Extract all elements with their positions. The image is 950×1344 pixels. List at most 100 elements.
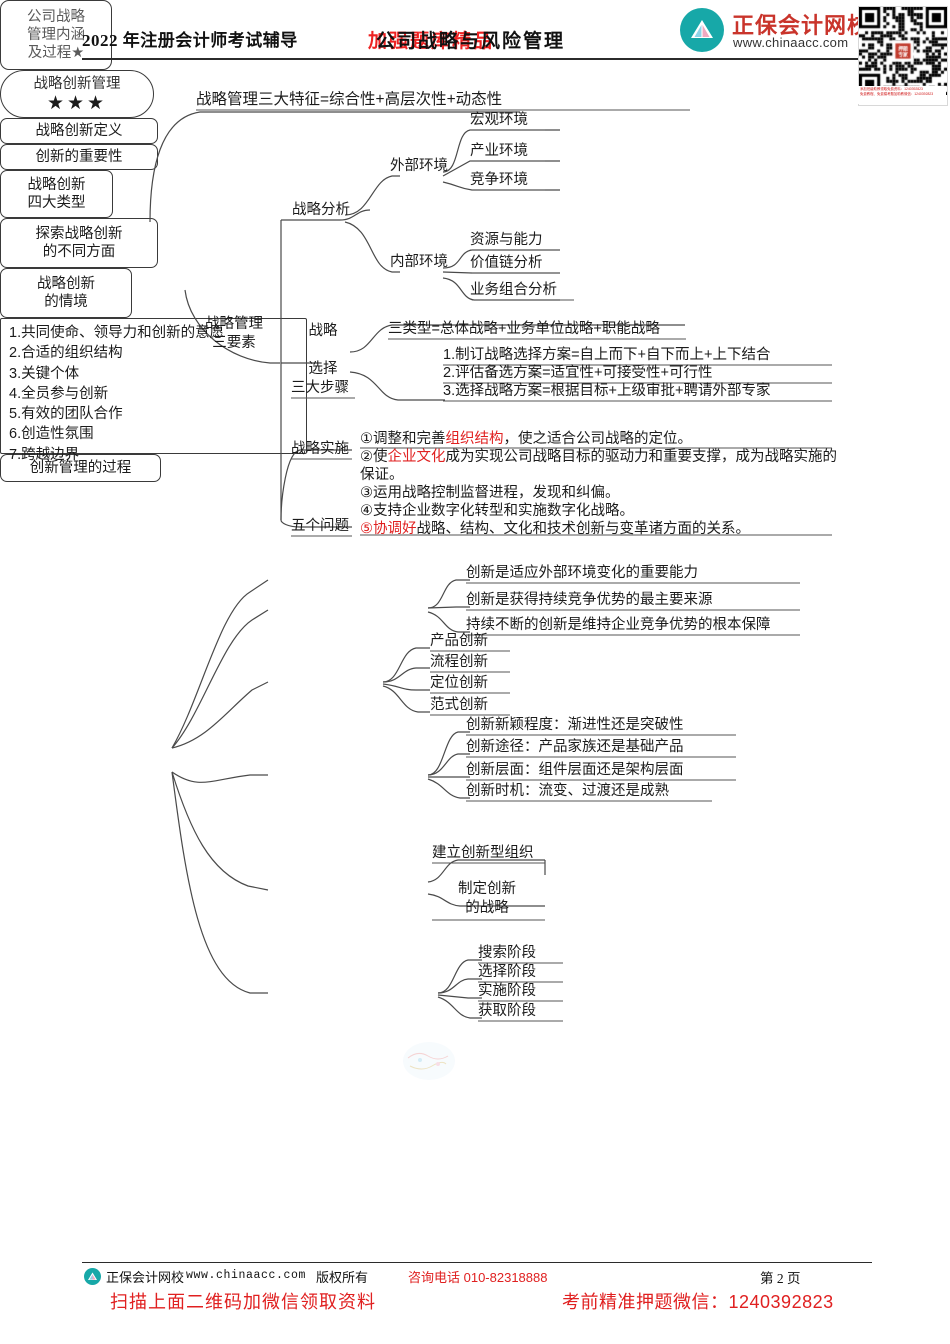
map1-issue-4-hl: 协调好: [373, 521, 417, 537]
map2-aspects-child-3: 创新时机：流变、过渡还是成熟: [466, 783, 669, 799]
map1-choice-l2: 选择: [308, 361, 338, 377]
map2-four-types-child-1: 流程创新: [430, 654, 488, 670]
map1-issue-1-num: ②: [360, 449, 373, 465]
logo-brand-url: www.chinaacc.com: [733, 35, 849, 50]
map1-issue-1-hl: 企业文化: [387, 449, 446, 465]
map1-root-line2: 管理内涵: [27, 26, 85, 43]
map2-root-line1: 战略创新管理: [33, 75, 121, 92]
map2-context-l2: 的情境: [44, 294, 88, 310]
footer-divider: [82, 1262, 872, 1263]
map2-context-child-2-l2: 的战略: [465, 900, 509, 916]
footer-wechat-cta: 考前精准押题微信：1240392823: [562, 1292, 834, 1312]
map2-four-types-child-3: 范式创新: [430, 697, 488, 713]
footer-phone: 咨询电话 010-82318888: [408, 1270, 548, 1285]
map2-context-child-1: 建立创新型组织: [432, 845, 534, 861]
map1-issue-3-num: ④: [360, 503, 373, 519]
map1-three-steps-2: 3.选择战略方案=根据目标+上级审批+聘请外部专家: [443, 383, 771, 399]
map1-issue-1: ②使企业文化成为实现公司战略目标的驱动力和重要支撑，成为战略实施的保证。: [360, 448, 838, 485]
map2-root-node: 战略创新管理 ★★★: [0, 70, 154, 118]
map2-context-item-6: 7.跨越边界: [9, 446, 80, 463]
map1-choice-l1: 战略: [308, 323, 338, 339]
map2-branch-context: 战略创新 的情境: [0, 268, 132, 318]
map1-issue-4-post: 战略、结构、文化和技术创新与变革诸方面的关系。: [416, 521, 751, 537]
map1-issue-0-post: ，使之适合公司战略的定位。: [503, 431, 693, 447]
map1-root-line3: 及过程★: [27, 45, 85, 62]
book-logo-glyph: [691, 20, 713, 38]
map1-issue-3: ④支持企业数字化转型和实施数字化战略。: [360, 502, 634, 520]
logo-brand-name: 正保会计网校: [732, 13, 871, 38]
book-logo-icon: [680, 8, 724, 52]
map2-branch-definition-label: 战略创新定义: [35, 122, 123, 139]
map1-three-steps-1: 2.评估备选方案=适宜性+可接受性+可行性: [443, 365, 713, 381]
map1-external-child-0: 宏观环境: [470, 112, 528, 128]
map2-branch-importance-label: 创新的重要性: [35, 148, 123, 165]
map2-four-types-child-2: 定位创新: [430, 675, 488, 691]
map2-importance-child-0: 创新是适应外部环境变化的重要能力: [466, 565, 698, 581]
footer-page-number: 第 2 页: [760, 1271, 801, 1286]
map2-context-list-box: 1.共同使命、领导力和创新的意愿 2.合适的组织结构 3.关键个体 4.全员参与…: [0, 318, 307, 463]
map2-context-child-2-l1: 制定创新: [458, 881, 516, 897]
map2-aspects-child-2: 创新层面：组件层面还是架构层面: [466, 762, 684, 778]
map1-three-elements-l2: 三要素: [212, 335, 256, 351]
map2-importance-child-1: 创新是获得持续竞争优势的最主要来源: [466, 592, 713, 608]
map2-branch-four-types: 战略创新 四大类型: [0, 170, 113, 218]
map1-external-child-1: 产业环境: [470, 143, 528, 159]
map1-implementation-label: 战略实施: [291, 441, 349, 457]
map2-branch-process: 创新管理的过程: [0, 454, 161, 482]
map2-four-types-l1: 战略创新: [27, 176, 86, 193]
map1-issue-0-num: ①: [360, 431, 373, 447]
footer-brand: 正保会计网校: [106, 1270, 185, 1285]
map1-issue-2-pre: 运用战略控制监督进程，发现和纠偏。: [373, 485, 620, 501]
map1-five-issues-label: 五个问题: [291, 518, 349, 534]
map1-issue-0-hl: 组织结构: [445, 431, 504, 447]
footer-book-glyph: [88, 1272, 97, 1280]
map1-top-branch: 战略管理三大特征=综合性+高层次性+动态性: [196, 91, 503, 108]
map2-aspects-child-1: 创新途径：产品家族还是基础产品: [466, 739, 684, 755]
footer-rights: 版权所有: [316, 1270, 369, 1285]
map1-external-child-2: 竞争环境: [470, 172, 528, 188]
map1-internal-child-0: 资源与能力: [470, 232, 543, 248]
map2-context-item-0: 1.共同使命、领导力和创新的意愿: [9, 325, 225, 341]
map2-process-child-2: 实施阶段: [478, 983, 536, 999]
map1-issue-2: ③运用战略控制监督进程，发现和纠偏。: [360, 484, 620, 502]
map2-aspects-child-0: 创新新颖程度：渐进性还是突破性: [466, 717, 684, 733]
map2-aspects-l1: 探索战略创新: [35, 225, 123, 242]
map1-issue-4: ⑤协调好战略、结构、文化和技术创新与变革诸方面的关系。: [360, 520, 750, 538]
map1-root-line1: 公司战略: [27, 8, 85, 25]
header-center-title-black: 公司战略与风险管理: [376, 31, 566, 52]
map1-internal-child-1: 价值链分析: [470, 255, 543, 271]
watermark-doodle: [403, 1042, 455, 1080]
header-divider: [82, 58, 872, 60]
map2-context-item-4: 5.有效的团队合作: [9, 406, 123, 423]
footer-url: www.chinaacc.com: [186, 1269, 307, 1282]
map1-three-steps-0: 1.制订战略选择方案=自上而下+自下而上+上下结合: [443, 347, 771, 363]
map1-issue-3-pre: 支持企业数字化转型和实施数字化战略。: [373, 503, 634, 519]
map1-three-steps-label: 三大步骤: [291, 380, 349, 396]
map1-three-elements-l1: 战略管理: [205, 316, 263, 332]
map1-issue-2-num: ③: [360, 485, 373, 501]
map1-issue-4-num: ⑤: [360, 521, 373, 537]
map1-issue-0-pre: 调整和完善: [373, 431, 446, 447]
footer-scan-cta: 扫描上面二维码加微信领取资料: [110, 1292, 376, 1312]
map2-branch-importance: 创新的重要性: [0, 144, 158, 170]
map2-process-child-1: 选择阶段: [478, 964, 536, 980]
header-left-title: 2022 年注册会计师考试辅导: [82, 31, 298, 50]
map2-context-item-1: 2.合适的组织结构: [9, 345, 123, 362]
map2-context-item-2: 3.关键个体: [9, 365, 80, 382]
map1-issue-0: ①调整和完善组织结构，使之适合公司战略的定位。: [360, 430, 692, 448]
map1-issue-1-post: 成为实现公司战略目标的驱动力和重要支撑，成为战略实施的保证。: [360, 449, 837, 484]
map2-context-item-5: 6.创造性氛围: [9, 426, 94, 443]
map2-context-l1: 战略创新: [37, 275, 95, 292]
map2-four-types-child-0: 产品创新: [430, 633, 488, 649]
map2-branch-definition: 战略创新定义: [0, 118, 158, 144]
header-center-title: 加强题库精品 公司战略与风险管理: [368, 26, 608, 52]
map2-aspects-l2: 的不同方面: [42, 244, 116, 260]
map2-context-item-3: 4.全员参与创新: [9, 385, 109, 402]
map1-issue-1-pre: 使: [373, 449, 388, 465]
map2-branch-aspects: 探索战略创新 的不同方面: [0, 218, 158, 268]
map1-three-types: 三类型=总体战略+业务单位战略+职能战略: [388, 321, 660, 337]
footer-book-logo-icon: [84, 1268, 101, 1285]
site-logo: 正保会计网校 www.chinaacc.com: [680, 8, 870, 54]
map1-external-env: 外部环境: [390, 158, 448, 174]
